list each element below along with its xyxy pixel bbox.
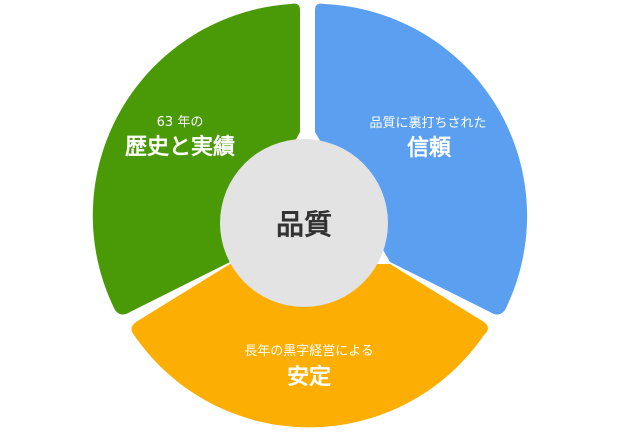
segment-stability-title: 安定 — [287, 364, 331, 390]
segment-history-title: 歴史と実績 — [125, 134, 235, 160]
center-label: 品質 — [276, 208, 332, 241]
segment-stability — [131, 264, 488, 428]
segment-history-subtitle: 63 年の — [157, 115, 204, 130]
segment-reliability — [315, 3, 528, 315]
segment-reliability-subtitle: 品質に裏打ちされた — [369, 116, 486, 131]
segment-stability-subtitle: 長年の黒字経営による — [244, 344, 374, 359]
segment-reliability-title: 信頼 — [407, 135, 452, 161]
segment-history — [92, 3, 300, 315]
center-circle — [220, 139, 388, 307]
